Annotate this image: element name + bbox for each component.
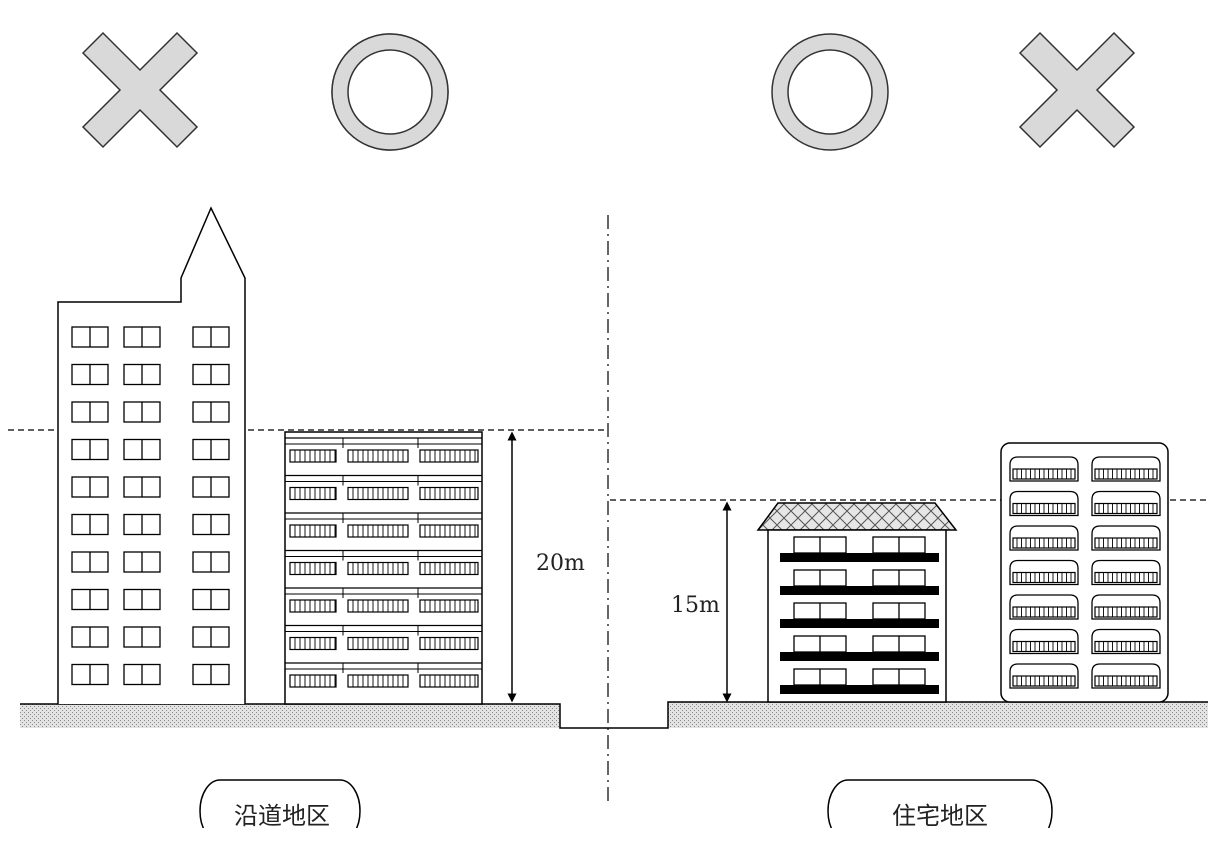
balcony-slab xyxy=(780,652,860,661)
roadside-district-label: 沿道地区 xyxy=(192,779,368,843)
balcony-slab xyxy=(780,685,860,694)
balcony-railing xyxy=(419,599,479,613)
balcony-railing xyxy=(289,524,337,538)
balcony-slab xyxy=(780,619,860,628)
residential-apartment xyxy=(756,502,958,703)
balcony-railing xyxy=(289,599,337,613)
right-circle-icon xyxy=(771,33,889,151)
apartment-floors xyxy=(285,437,482,688)
balcony-railing xyxy=(289,636,337,651)
balcony-railing xyxy=(289,674,337,688)
tower-windows xyxy=(71,326,230,686)
balcony-slab xyxy=(859,619,939,628)
balcony-slab xyxy=(780,586,860,595)
balcony-slab xyxy=(859,553,939,562)
balcony-railing xyxy=(419,674,479,688)
residential-height-label: 15m xyxy=(671,593,720,618)
left-cross-icon xyxy=(81,31,199,149)
balcony-railing xyxy=(419,561,479,576)
residential-district-text: 住宅地区 xyxy=(892,802,988,830)
roadside-apartment xyxy=(284,431,483,705)
residential-district-label: 住宅地区 xyxy=(820,779,1060,843)
balcony-slab xyxy=(859,652,939,661)
right-cross-icon xyxy=(1018,31,1136,149)
balcony-railing xyxy=(289,561,337,576)
tall-residential-apartment xyxy=(1000,442,1169,703)
balcony-railing xyxy=(419,636,479,651)
balcony-slab xyxy=(859,685,939,694)
roadside-district-text: 沿道地区 xyxy=(234,802,330,830)
balcony-railing xyxy=(289,486,337,501)
tall-tower-building xyxy=(57,206,246,704)
balcony-railing xyxy=(419,449,479,463)
tall-residential-units xyxy=(1009,456,1161,689)
balcony-slab xyxy=(859,586,939,595)
ground xyxy=(20,701,1208,729)
left-circle-icon xyxy=(331,33,449,151)
balcony-railing xyxy=(419,524,479,538)
roadside-height-label: 20m xyxy=(536,551,585,576)
residential-floors xyxy=(780,536,939,694)
balcony-railing xyxy=(289,449,337,463)
balcony-slab xyxy=(780,553,860,562)
balcony-railing xyxy=(419,486,479,501)
